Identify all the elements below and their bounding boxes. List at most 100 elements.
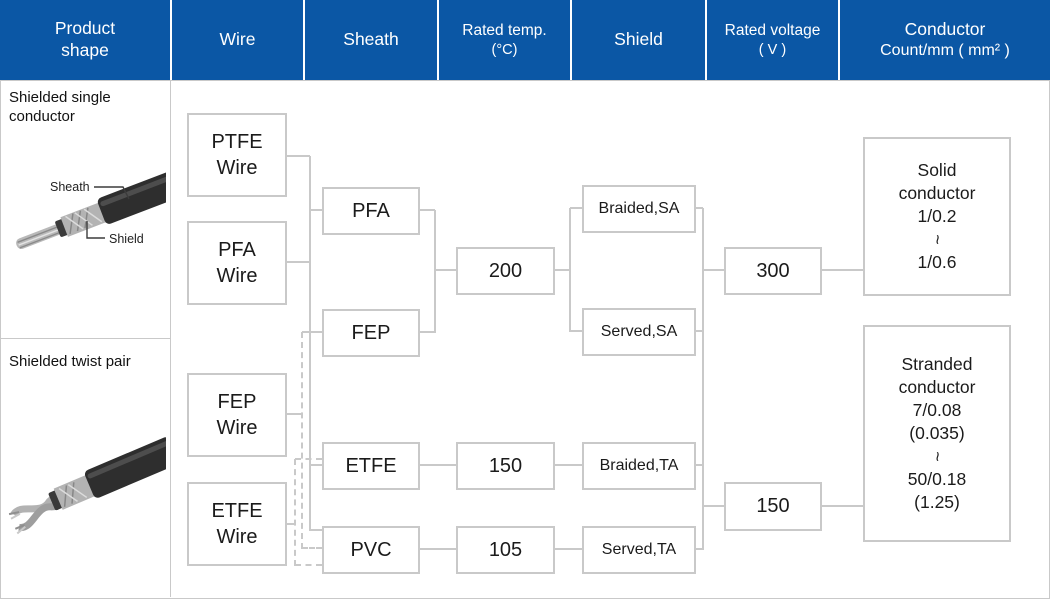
connector-line bbox=[310, 464, 322, 466]
connector-line bbox=[555, 269, 570, 271]
connector-line bbox=[822, 269, 863, 271]
header-unit: ( V ) bbox=[758, 42, 787, 59]
connector-line bbox=[287, 523, 295, 525]
connector-line bbox=[696, 207, 703, 209]
connector-line bbox=[309, 156, 311, 531]
node-ptfe-wire: PTFE Wire bbox=[187, 113, 287, 197]
header-conductor-count: Conductor Count/mm ( mm² ) bbox=[840, 0, 1050, 80]
header-label: Rated voltage bbox=[724, 21, 821, 39]
connector-line bbox=[555, 464, 582, 466]
connector-line bbox=[696, 548, 703, 550]
node-label: Braided,SA bbox=[598, 200, 680, 217]
header-unit: Count/mm ( mm² ) bbox=[880, 41, 1010, 59]
header-label: Conductor bbox=[904, 19, 986, 40]
node-label: FEP bbox=[351, 321, 391, 344]
connector-line bbox=[822, 505, 863, 507]
node-stranded-conductor: Stranded conductor 7/0.08 (0.035) ~ 50/0… bbox=[863, 325, 1011, 542]
connector-line bbox=[696, 464, 703, 466]
range-tilde: ~ bbox=[927, 234, 948, 245]
node-label: Solid bbox=[917, 160, 957, 180]
node-label: (1.25) bbox=[914, 492, 960, 512]
node-voltage-300: 300 bbox=[724, 247, 822, 295]
node-label: 1/0.2 bbox=[917, 206, 957, 226]
connector-line bbox=[302, 547, 322, 549]
node-label: conductor bbox=[898, 377, 976, 397]
connector-line bbox=[434, 210, 436, 333]
header-sheath: Sheath bbox=[305, 0, 437, 80]
connector-line bbox=[295, 458, 322, 460]
sheath-callout-label: Sheath bbox=[50, 180, 90, 194]
node-label: 300 bbox=[756, 259, 790, 282]
header-rated-voltage: Rated voltage ( V ) bbox=[707, 0, 838, 80]
connector-line bbox=[570, 207, 582, 209]
node-temp-105: 105 bbox=[456, 526, 555, 574]
node-sheath-fep: FEP bbox=[322, 309, 420, 357]
column-divider bbox=[170, 81, 171, 597]
node-shield-served-sa: Served,SA bbox=[582, 308, 696, 356]
shield-callout-label: Shield bbox=[109, 232, 144, 246]
header-label: Shield bbox=[614, 29, 663, 50]
connector-line bbox=[294, 459, 296, 566]
node-label: Served,SA bbox=[600, 323, 678, 340]
connector-line bbox=[287, 261, 310, 263]
connector-line bbox=[702, 208, 704, 550]
connector-line bbox=[302, 331, 322, 333]
connector-line bbox=[420, 209, 435, 211]
node-label: PTFE bbox=[211, 131, 263, 153]
node-voltage-150: 150 bbox=[724, 482, 822, 531]
node-fep-wire: FEP Wire bbox=[187, 373, 287, 457]
node-sheath-etfe: ETFE bbox=[322, 442, 420, 490]
node-label: 50/0.18 bbox=[907, 469, 967, 489]
node-temp-200: 200 bbox=[456, 247, 555, 295]
connector-line bbox=[295, 564, 322, 566]
connector-line bbox=[420, 464, 456, 466]
node-label: (0.035) bbox=[909, 423, 965, 443]
sheath-callout-line bbox=[94, 186, 130, 200]
connector-line bbox=[310, 209, 322, 211]
header-label: Sheath bbox=[343, 29, 399, 50]
shield-callout-line bbox=[86, 221, 105, 239]
twist-pair-cable-image bbox=[8, 437, 166, 535]
node-solid-conductor: Solid conductor 1/0.2 ~ 1/0.6 bbox=[863, 137, 1011, 296]
product-shape-title-1: Shielded single conductor bbox=[9, 89, 111, 125]
connector-line bbox=[287, 413, 302, 415]
node-sheath-pvc: PVC bbox=[322, 526, 420, 574]
node-label: ETFE bbox=[345, 454, 397, 477]
node-pfa-wire: PFA Wire bbox=[187, 221, 287, 305]
node-label: 150 bbox=[488, 454, 523, 477]
node-shield-braided-sa: Braided,SA bbox=[582, 185, 696, 233]
node-label: 150 bbox=[756, 495, 790, 517]
node-temp-150: 150 bbox=[456, 442, 555, 490]
node-label: Wire bbox=[216, 417, 258, 439]
node-label: PFA bbox=[218, 239, 256, 261]
node-label: 1/0.6 bbox=[917, 252, 957, 272]
node-label: Wire bbox=[216, 157, 258, 179]
header-unit: (°C) bbox=[491, 42, 518, 59]
node-etfe-wire: ETFE Wire bbox=[187, 482, 287, 566]
connector-line bbox=[301, 332, 303, 549]
connector-line bbox=[310, 529, 322, 531]
connector-line bbox=[555, 548, 582, 550]
node-label: 200 bbox=[488, 259, 523, 282]
header-product-shape: Product shape bbox=[0, 0, 170, 80]
node-label: 7/0.08 bbox=[912, 400, 962, 420]
node-label: Wire bbox=[216, 265, 258, 287]
connector-line bbox=[703, 505, 724, 507]
node-label: Stranded bbox=[901, 354, 973, 374]
connector-line bbox=[287, 155, 310, 157]
node-sheath-pfa: PFA bbox=[322, 187, 420, 235]
header-wire: Wire bbox=[172, 0, 303, 80]
node-label: PVC bbox=[350, 538, 392, 561]
node-label: ETFE bbox=[211, 500, 263, 522]
connector-line bbox=[569, 208, 571, 332]
range-tilde: ~ bbox=[927, 451, 948, 462]
left-panel-divider bbox=[0, 338, 170, 339]
node-label: Braided,TA bbox=[599, 457, 679, 474]
node-label: PFA bbox=[352, 199, 390, 222]
connector-line bbox=[696, 330, 703, 332]
node-shield-braided-ta: Braided,TA bbox=[582, 442, 696, 490]
header-label: shape bbox=[61, 40, 109, 60]
node-label: Wire bbox=[216, 526, 258, 548]
connector-line bbox=[420, 548, 456, 550]
